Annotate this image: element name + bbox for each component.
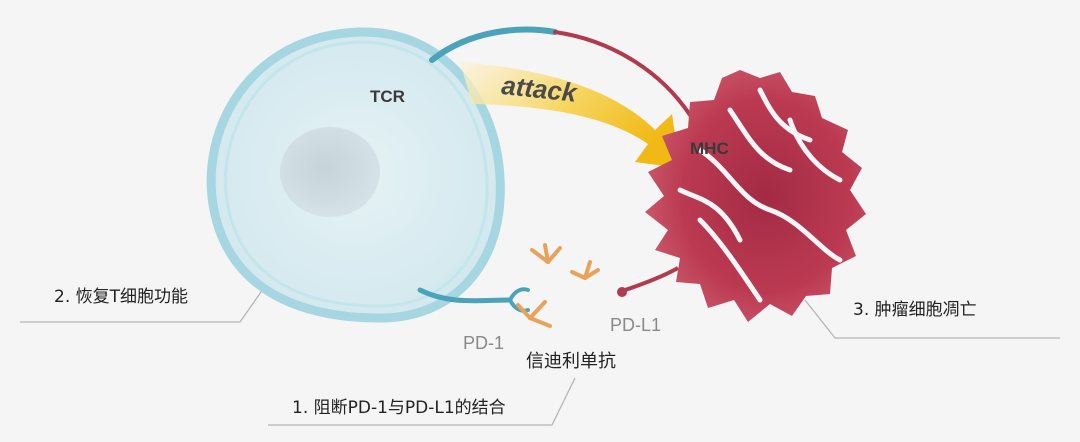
pd1-label: PD-1 <box>463 334 504 352</box>
antibody-2 <box>572 262 598 278</box>
tumor-cell <box>617 70 866 322</box>
antibody-1 <box>532 245 560 262</box>
pdl1-ligand <box>625 268 678 290</box>
attack-label: attack <box>500 72 577 106</box>
drug-label: 信迪利单抗 <box>526 353 616 371</box>
step2-label: 2. 恢复T细胞功能 <box>54 289 188 306</box>
tumor-body <box>645 70 866 322</box>
step1-label: 1. 阻断PD-1与PD-L1的结合 <box>292 400 506 417</box>
tcr-label: TCR <box>370 88 405 105</box>
mhc-label: MHC <box>690 140 729 157</box>
t-cell-nucleus <box>280 127 380 217</box>
step3-label: 3. 肿瘤细胞凋亡 <box>853 302 977 319</box>
t-cell <box>211 32 500 318</box>
antibody-3 <box>518 302 550 326</box>
pdl1-ligand-tip <box>617 287 627 297</box>
pdl1-label: PD-L1 <box>610 316 661 334</box>
antibodies <box>518 245 598 326</box>
